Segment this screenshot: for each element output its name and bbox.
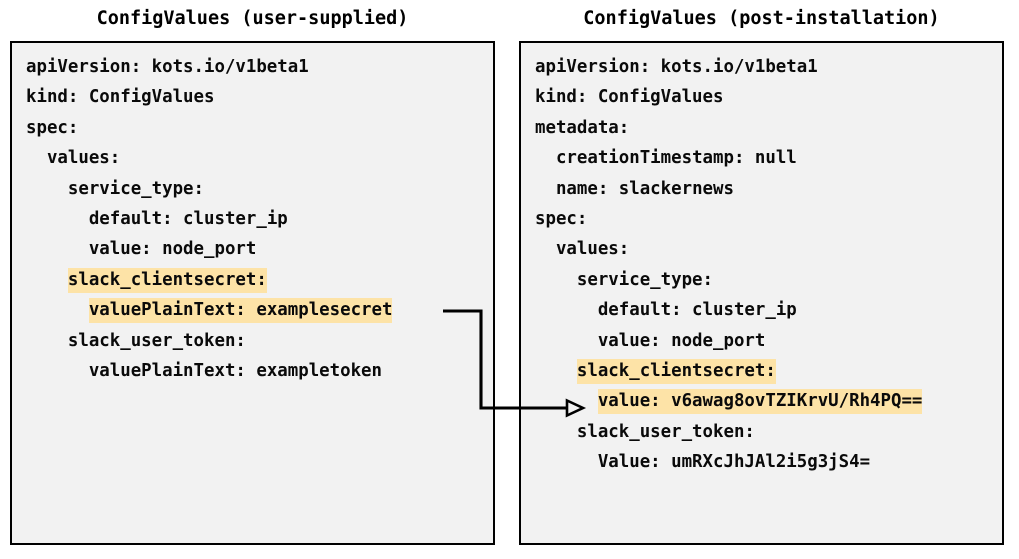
yaml-line: creationTimestamp: null (521, 143, 1002, 173)
yaml-indent (535, 391, 598, 411)
left-yaml-body: apiVersion: kots.io/v1beta1 kind: ConfigV… (12, 52, 493, 386)
yaml-line-text: slack_user_token: (67, 330, 246, 351)
yaml-line-text: valuePlainText: examplesecret (88, 298, 393, 324)
yaml-indent (26, 148, 47, 168)
yaml-line-text: default: cluster_ip (597, 300, 797, 321)
yaml-line: kind: ConfigValues (521, 82, 1002, 112)
yaml-line: default: cluster_ip (521, 295, 1002, 325)
yaml-indent (535, 331, 598, 351)
yaml-line: Value: umRXcJhJAl2i5g3jS4= (521, 447, 1002, 477)
yaml-line-text: apiVersion: kots.io/v1beta1 (26, 57, 309, 77)
yaml-line: values: (521, 234, 1002, 264)
yaml-indent (535, 179, 556, 199)
yaml-line: value: node_port (521, 326, 1002, 356)
yaml-line: value: node_port (12, 234, 493, 264)
yaml-line-text: apiVersion: kots.io/v1beta1 (535, 57, 818, 77)
yaml-line-text: spec: (26, 117, 79, 138)
yaml-line: default: cluster_ip (12, 204, 493, 234)
yaml-line-text: spec: (535, 208, 588, 229)
yaml-line: service_type: (12, 174, 493, 204)
yaml-line-text: name: slackernews (555, 178, 734, 199)
yaml-line: slack_user_token: (12, 326, 493, 356)
yaml-line-text: default: cluster_ip (88, 208, 288, 229)
yaml-indent (535, 239, 556, 259)
yaml-line: metadata: (521, 113, 1002, 143)
yaml-line: slack_clientsecret: (521, 356, 1002, 386)
yaml-line-text: valuePlainText: exampletoken (88, 360, 382, 381)
yaml-line: kind: ConfigValues (12, 82, 493, 112)
yaml-line-text: slack_clientsecret: (67, 267, 267, 293)
yaml-line: valuePlainText: examplesecret (12, 295, 493, 325)
yaml-line: service_type: (521, 265, 1002, 295)
left-panel-title: ConfigValues (user-supplied) (96, 8, 409, 29)
yaml-indent (535, 361, 577, 381)
yaml-line: slack_clientsecret: (12, 265, 493, 295)
yaml-line-text: value: node_port (88, 239, 257, 260)
yaml-indent (26, 361, 89, 381)
yaml-indent (535, 452, 598, 472)
yaml-line-text: creationTimestamp: null (555, 148, 797, 169)
yaml-line: spec: (12, 113, 493, 143)
yaml-line: slack_user_token: (521, 417, 1002, 447)
yaml-line-text: slack_user_token: (576, 421, 755, 442)
yaml-indent (26, 300, 89, 320)
yaml-line: valuePlainText: exampletoken (12, 356, 493, 386)
yaml-line-text: values: (46, 148, 121, 169)
yaml-indent (26, 331, 68, 351)
right-panel-title: ConfigValues (post-installation) (583, 8, 940, 29)
yaml-indent (535, 270, 577, 290)
yaml-line-text: service_type: (576, 269, 714, 290)
yaml-line: apiVersion: kots.io/v1beta1 (521, 52, 1002, 82)
yaml-indent (26, 179, 68, 199)
yaml-indent (26, 270, 68, 290)
yaml-line: name: slackernews (521, 174, 1002, 204)
yaml-line-text: metadata: (535, 117, 630, 138)
yaml-line-text: Value: umRXcJhJAl2i5g3jS4= (597, 452, 871, 473)
yaml-line-text: slack_clientsecret: (576, 358, 776, 384)
right-yaml-body: apiVersion: kots.io/v1beta1 kind: ConfigV… (521, 52, 1002, 477)
yaml-indent (535, 422, 577, 442)
yaml-line-text: kind: ConfigValues (535, 87, 724, 108)
yaml-line: value: v6awag8ovTZIKrvU/Rh4PQ== (521, 386, 1002, 416)
yaml-line-text: value: v6awag8ovTZIKrvU/Rh4PQ== (597, 389, 923, 415)
yaml-line-text: kind: ConfigValues (26, 87, 215, 108)
yaml-line: values: (12, 143, 493, 173)
right-config-values-panel: apiVersion: kots.io/v1beta1 kind: ConfigV… (519, 41, 1004, 545)
yaml-indent (26, 209, 89, 229)
yaml-line-text: values: (555, 239, 630, 260)
yaml-line: apiVersion: kots.io/v1beta1 (12, 52, 493, 82)
yaml-indent (26, 239, 89, 259)
yaml-indent (535, 148, 556, 168)
yaml-indent (535, 300, 598, 320)
left-config-values-panel: apiVersion: kots.io/v1beta1 kind: ConfigV… (10, 41, 495, 545)
yaml-line-text: value: node_port (597, 330, 766, 351)
yaml-line-text: service_type: (67, 178, 205, 199)
yaml-line: spec: (521, 204, 1002, 234)
